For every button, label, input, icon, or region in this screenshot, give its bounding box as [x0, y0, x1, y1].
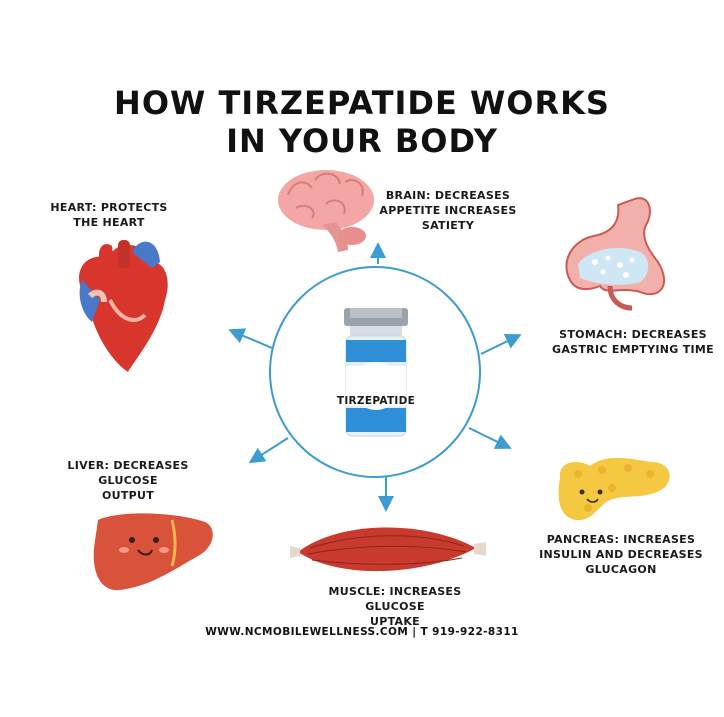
liver-label-line-1: LIVER: DECREASES GLUCOSE — [67, 459, 189, 487]
arrow-heart — [228, 328, 273, 349]
liver-label-line-2: OUTPUT — [101, 489, 155, 502]
brain-label-line-2: APPETITE INCREASES — [379, 204, 517, 217]
stomach-icon — [565, 197, 665, 311]
title-line-1: HOW TIRZEPATIDE WORKS — [114, 84, 610, 122]
liver-icon — [93, 513, 213, 591]
heart-label: HEART: PROTECTS THE HEART — [44, 200, 174, 230]
brain-icon — [278, 170, 374, 252]
muscle-label-line-2: UPTAKE — [370, 615, 420, 628]
stomach-label-line-1: STOMACH: DECREASES — [559, 328, 707, 341]
center-circle — [269, 266, 481, 478]
stomach-label: STOMACH: DECREASES GASTRIC EMPTYING TIME — [548, 327, 718, 357]
footer-contact: WWW.NCMOBILEWELLNESS.COM | T 919-922-831… — [205, 626, 519, 638]
pancreas-label-line-3: GLUCAGON — [585, 563, 657, 576]
muscle-label-line-1: MUSCLE: INCREASES GLUCOSE — [328, 585, 462, 613]
arrow-pancreas — [468, 427, 512, 449]
arrows — [228, 242, 522, 512]
stomach-label-line-2: GASTRIC EMPTYING TIME — [552, 343, 714, 356]
pancreas-label-line-1: PANCREAS: INCREASES — [546, 533, 696, 546]
liver-label: LIVER: DECREASES GLUCOSE OUTPUT — [38, 458, 218, 503]
heart-icon — [79, 240, 168, 372]
muscle-label: MUSCLE: INCREASES GLUCOSE UPTAKE — [300, 584, 490, 629]
brain-label: BRAIN: DECREASES APPETITE INCREASES SATI… — [378, 188, 518, 233]
vial-icon — [344, 308, 408, 437]
title-line-2: IN YOUR BODY — [226, 122, 498, 160]
heart-label-line-2: THE HEART — [73, 216, 145, 229]
heart-label-line-1: HEART: PROTECTS — [50, 201, 168, 214]
muscle-icon — [290, 527, 486, 572]
page-title: HOW TIRZEPATIDE WORKS IN YOUR BODY — [0, 84, 724, 160]
brain-label-line-1: BRAIN: DECREASES — [385, 189, 511, 202]
vial-label: TIRZEPATIDE — [336, 395, 416, 407]
arrow-stomach — [480, 334, 522, 355]
pancreas-icon — [558, 457, 670, 521]
arrow-liver — [248, 437, 289, 464]
brain-label-line-3: SATIETY — [421, 219, 475, 232]
pancreas-label-line-2: INSULIN AND DECREASES — [539, 548, 703, 561]
pancreas-label: PANCREAS: INCREASES INSULIN AND DECREASE… — [536, 532, 706, 577]
